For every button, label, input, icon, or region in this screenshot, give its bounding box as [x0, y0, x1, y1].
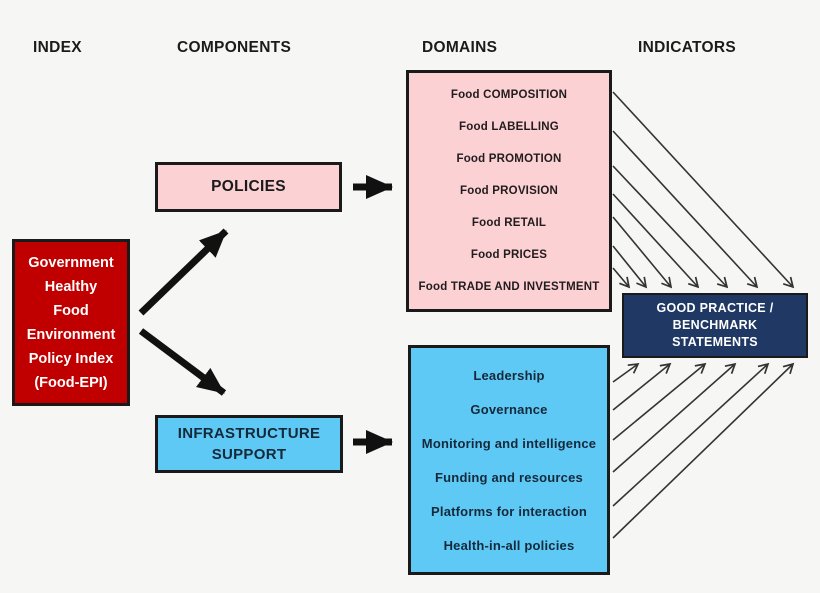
infrastructure-domains-box: Leadership Governance Monitoring and int…: [408, 345, 610, 575]
infrastructure-label-line2: SUPPORT: [211, 446, 287, 463]
policy-domain-item: Food PRICES: [470, 249, 548, 261]
header-domains: DOMAINS: [422, 39, 498, 56]
indicators-box: GOOD PRACTICE / BENCHMARK STATEMENTS: [622, 293, 808, 358]
infrastructure-label-line1: INFRASTRUCTURE: [177, 425, 321, 442]
arrow-policy-domain-to-indicators: [612, 193, 700, 289]
policies-label: POLICIES: [211, 178, 286, 195]
header-components: COMPONENTS: [177, 39, 292, 56]
infrastructure-domain-item: Leadership: [473, 367, 545, 383]
arrow-infra-domain-to-indicators: [612, 362, 770, 507]
index-box-line: Food: [53, 302, 89, 319]
infrastructure-domain-item: Governance: [470, 401, 548, 417]
index-box-line: Policy Index: [28, 350, 114, 367]
infrastructure-domain-item: Platforms for interaction: [431, 503, 587, 519]
arrow-policy-domain-to-indicators: [612, 216, 673, 289]
indicators-box-line: BENCHMARK: [672, 318, 758, 332]
indicators-box-line: STATEMENTS: [672, 335, 758, 349]
infrastructure-domain-item: Monitoring and intelligence: [421, 435, 597, 451]
infrastructure-domain-item: Funding and resources: [435, 469, 583, 485]
arrow-index-to-policies: [138, 228, 229, 316]
arrow-policy-domain-to-indicators: [612, 91, 795, 289]
arrow-policy-domain-to-indicators: [612, 245, 648, 289]
policy-domain-item: Food PROVISION: [460, 185, 558, 197]
arrow-policy-domain-to-indicators: [612, 267, 631, 289]
arrow-infra-domain-to-indicators: [612, 362, 640, 383]
arrow-policy-domain-to-indicators: [612, 130, 759, 289]
index-box-line: Government: [28, 254, 114, 271]
index-box: Government Healthy Food Environment Poli…: [12, 239, 130, 406]
header-indicators: INDICATORS: [638, 39, 737, 56]
index-box-line: (Food-EPI): [34, 374, 108, 391]
policy-domain-item: Food COMPOSITION: [450, 89, 568, 101]
arrow-infra-domain-to-indicators: [612, 362, 707, 441]
policy-domain-item: Food PROMOTION: [456, 153, 562, 165]
arrow-infra-domain-to-indicators: [612, 362, 795, 539]
index-box-line: Environment: [26, 326, 116, 343]
arrow-infra-domain-to-indicators: [612, 362, 672, 411]
infrastructure-support-box: INFRASTRUCTURE SUPPORT: [155, 415, 343, 473]
infrastructure-domain-item: Health-in-all policies: [443, 537, 575, 553]
header-index: INDEX: [33, 39, 82, 56]
policy-domains-box: Food COMPOSITION Food LABELLING Food PRO…: [406, 70, 612, 312]
arrow-index-to-infrastructure: [138, 328, 227, 396]
policies-box: POLICIES: [155, 162, 342, 212]
indicators-box-line: GOOD PRACTICE /: [656, 301, 774, 315]
index-box-line: Healthy: [44, 278, 98, 295]
arrow-policy-domain-to-indicators: [612, 165, 729, 289]
policy-domain-item: Food TRADE AND INVESTMENT: [418, 281, 600, 293]
policy-domain-item: Food RETAIL: [471, 217, 547, 229]
arrow-infra-domain-to-indicators: [612, 362, 737, 473]
policy-domain-item: Food LABELLING: [459, 121, 559, 133]
